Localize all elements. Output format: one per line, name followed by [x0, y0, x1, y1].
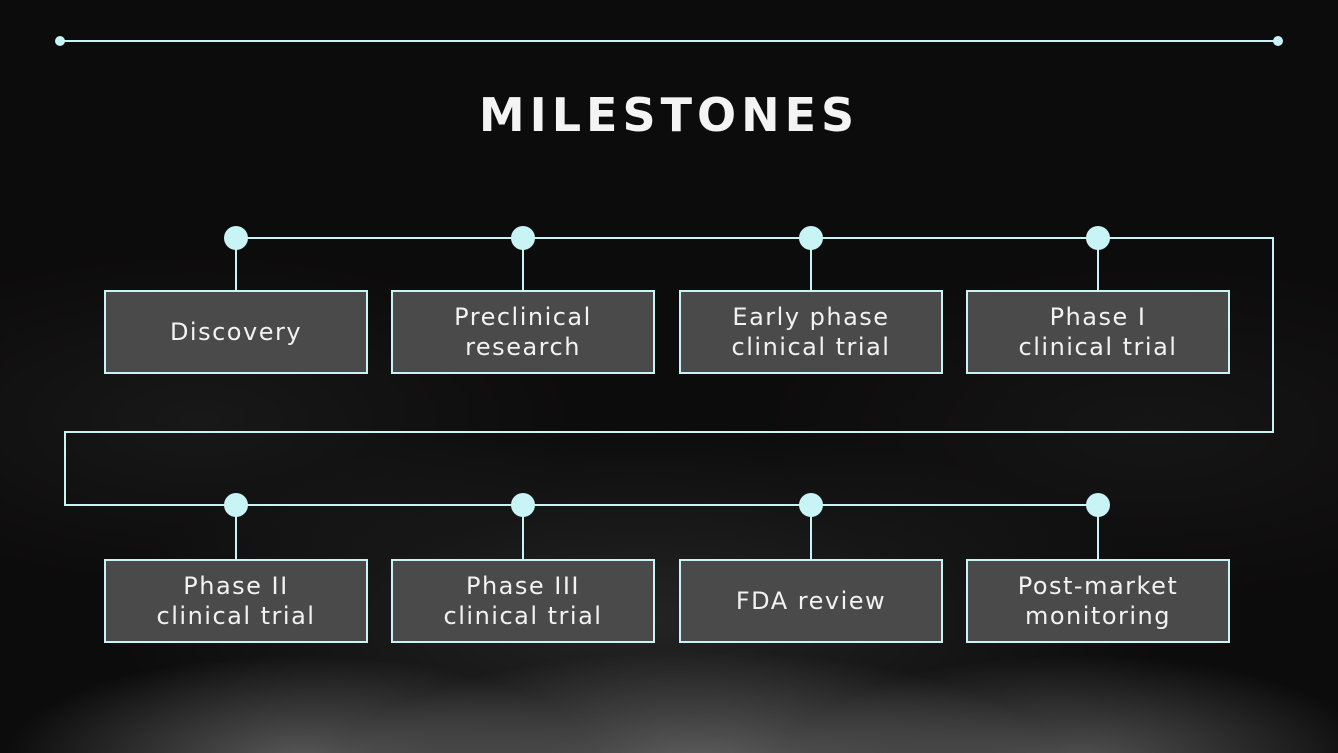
- milestone-box-phase-3-clinical-trial: Phase III clinical trial: [391, 559, 655, 643]
- milestone-label: Post-market monitoring: [1017, 572, 1179, 630]
- page-title: MILESTONES: [478, 88, 860, 142]
- milestone-label: Phase II clinical trial: [156, 572, 316, 630]
- milestone-node-2: [511, 226, 535, 250]
- milestone-box-discovery: Discovery: [104, 290, 368, 374]
- milestone-box-phase-1-clinical-trial: Phase I clinical trial: [966, 290, 1230, 374]
- milestone-box-phase-2-clinical-trial: Phase II clinical trial: [104, 559, 368, 643]
- milestone-label: Preclinical research: [454, 303, 592, 361]
- milestone-node-8: [1086, 493, 1110, 517]
- milestone-label: Discovery: [169, 318, 303, 346]
- milestone-label: Phase III clinical trial: [443, 572, 603, 630]
- top-divider-dot-left: [55, 36, 65, 46]
- milestone-node-6: [511, 493, 535, 517]
- milestone-box-preclinical-research: Preclinical research: [391, 290, 655, 374]
- milestone-node-7: [799, 493, 823, 517]
- milestone-box-post-market-monitoring: Post-market monitoring: [966, 559, 1230, 643]
- milestone-node-5: [224, 493, 248, 517]
- milestone-node-1: [224, 226, 248, 250]
- milestone-label: Phase I clinical trial: [1018, 303, 1178, 361]
- milestone-label: Early phase clinical trial: [731, 303, 891, 361]
- top-divider-dot-right: [1273, 36, 1283, 46]
- milestone-label: FDA review: [735, 587, 887, 615]
- milestone-node-4: [1086, 226, 1110, 250]
- milestone-box-fda-review: FDA review: [679, 559, 943, 643]
- milestone-node-3: [799, 226, 823, 250]
- milestone-box-early-phase-clinical-trial: Early phase clinical trial: [679, 290, 943, 374]
